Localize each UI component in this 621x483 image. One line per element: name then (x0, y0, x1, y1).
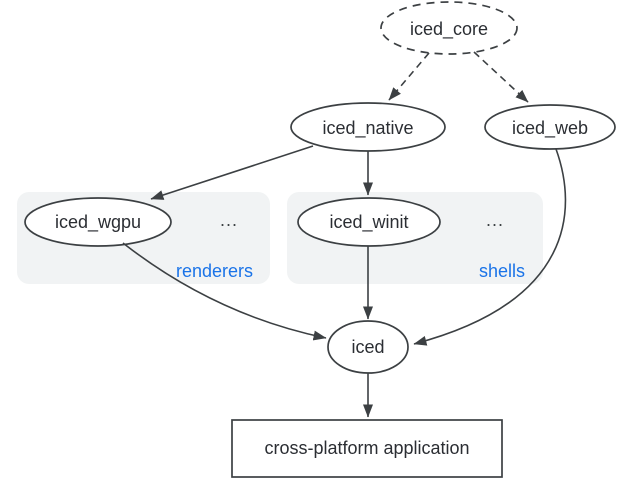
iced-label: iced (351, 337, 384, 357)
iced-web-label: iced_web (512, 118, 588, 139)
iced-winit-label: iced_winit (329, 212, 408, 233)
edge-core-to-native (388, 52, 430, 101)
edge-web-to-iced (413, 148, 567, 346)
iced-core-label: iced_core (410, 19, 488, 40)
edge-native-to-wgpu (150, 145, 314, 200)
renderers-group-label: renderers (176, 261, 253, 281)
iced-wgpu-node (24, 197, 172, 247)
shells-ellipsis: ... (486, 210, 504, 230)
iced-native-label: iced_native (322, 118, 413, 139)
iced-web-node (484, 104, 616, 150)
iced-winit-node (297, 197, 441, 247)
iced-core-node (380, 1, 518, 55)
iced-wgpu-label: iced_wgpu (55, 212, 141, 233)
renderers-ellipsis: ... (220, 210, 238, 230)
shells-group-label: shells (479, 261, 525, 281)
application-label: cross-platform application (264, 438, 469, 458)
edge-core-to-web (473, 51, 529, 103)
application-node (231, 419, 503, 478)
edge-wgpu-to-iced (122, 242, 327, 341)
